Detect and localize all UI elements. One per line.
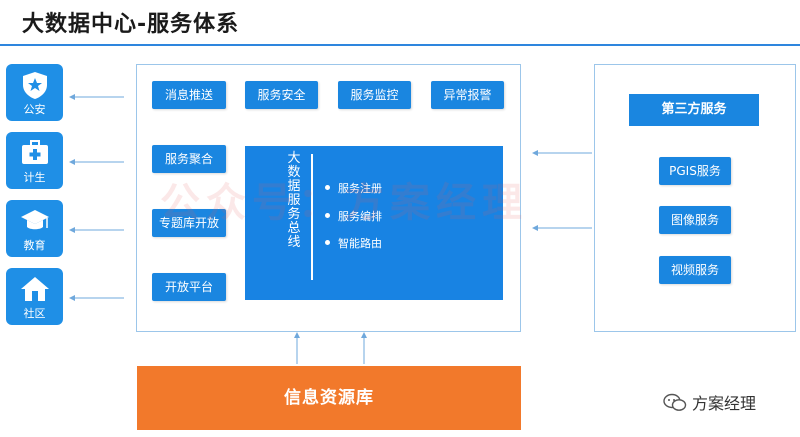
image-service-button[interactable]: 图像服务 — [659, 206, 731, 234]
bus-item-register: 服务注册 — [325, 182, 382, 195]
card-family-planning[interactable]: 计生 — [6, 132, 63, 189]
house-icon — [21, 277, 49, 301]
watermark: 公众号：方案经理 — [160, 180, 528, 226]
card-label: 社区 — [23, 307, 46, 320]
card-label: 公安 — [23, 103, 46, 116]
card-label: 教育 — [23, 239, 46, 252]
medical-kit-icon — [22, 140, 48, 164]
card-label: 计生 — [23, 171, 46, 184]
police-badge-icon — [23, 72, 47, 99]
page-title: 大数据中心-服务体系 — [22, 12, 240, 37]
service-aggregation-button[interactable]: 服务聚合 — [152, 145, 226, 173]
service-bus-divider — [311, 154, 313, 280]
info-resource-library[interactable]: 信息资源库 — [137, 366, 521, 430]
wechat-brand-label: 方案经理 — [692, 394, 757, 413]
push-message-button[interactable]: 消息推送 — [152, 81, 226, 109]
bus-item-routing: 智能路由 — [325, 237, 382, 250]
open-platform-button[interactable]: 开放平台 — [152, 273, 226, 301]
topic-db-open-button[interactable]: 专题库开放 — [152, 209, 226, 237]
wechat-icon — [663, 393, 687, 411]
bus-item-orchestration: 服务编排 — [325, 210, 382, 223]
exception-alarm-button[interactable]: 异常报警 — [431, 81, 504, 109]
card-police[interactable]: 公安 — [6, 64, 63, 121]
card-community[interactable]: 社区 — [6, 268, 63, 325]
graduation-cap-icon — [21, 210, 49, 230]
service-bus-title: 大数据服务总线 — [287, 151, 301, 250]
service-security-button[interactable]: 服务安全 — [245, 81, 318, 109]
video-service-button[interactable]: 视频服务 — [659, 256, 731, 284]
pgis-service-button[interactable]: PGIS服务 — [659, 157, 731, 185]
title-divider — [0, 44, 800, 46]
third-party-title: 第三方服务 — [629, 94, 759, 126]
service-bus-panel — [245, 146, 503, 300]
card-education[interactable]: 教育 — [6, 200, 63, 257]
service-monitor-button[interactable]: 服务监控 — [338, 81, 411, 109]
